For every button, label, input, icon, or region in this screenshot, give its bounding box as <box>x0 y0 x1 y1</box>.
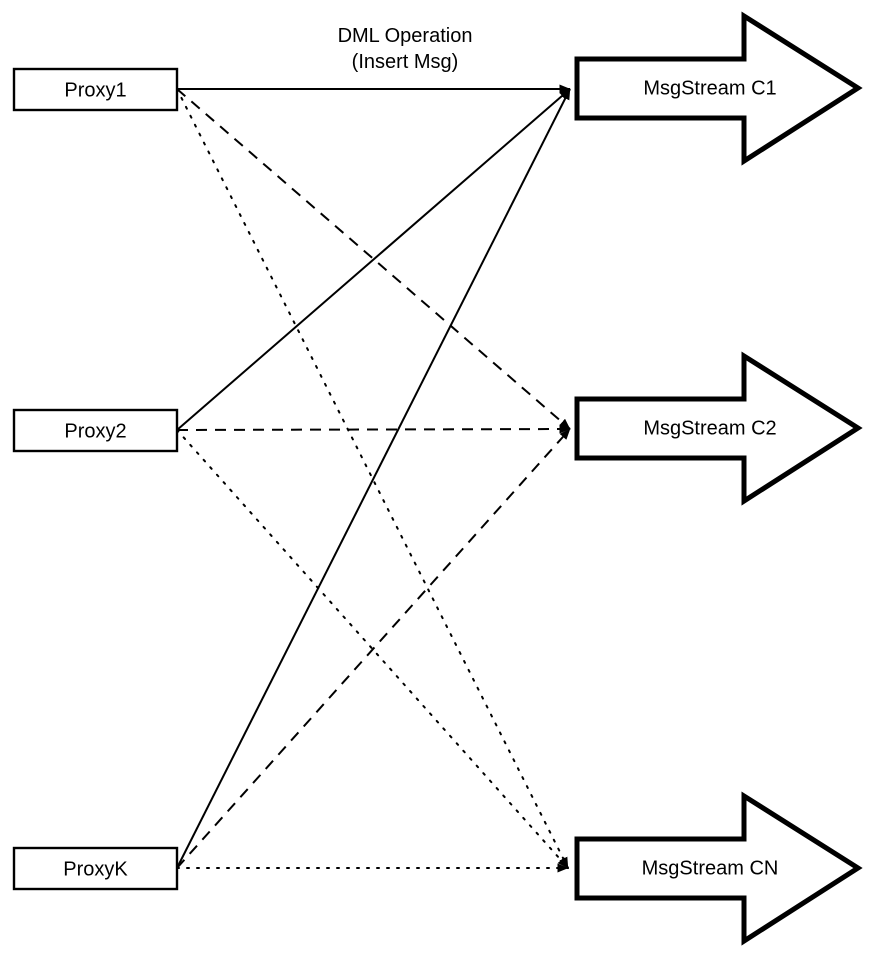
links-layer <box>176 84 571 873</box>
link-line-dashed[interactable] <box>176 428 571 869</box>
stream-arrow-stream_c2[interactable]: MsgStream C2 <box>574 351 863 506</box>
link-p2-cn[interactable] <box>176 429 569 869</box>
stream-arrow-shape[interactable] <box>574 351 863 506</box>
link-line-solid[interactable] <box>176 88 571 869</box>
link-p2-c1[interactable] <box>176 88 571 431</box>
link-pk-c1[interactable] <box>176 88 571 869</box>
stream-arrow-shape[interactable] <box>574 791 863 946</box>
proxy-node-proxy1[interactable]: Proxy1 <box>12 67 179 112</box>
link-line-solid[interactable] <box>176 88 571 431</box>
proxy-node-proxy2[interactable]: Proxy2 <box>12 408 179 453</box>
proxy-label: ProxyK <box>63 858 128 880</box>
stream-label: MsgStream CN <box>642 857 779 879</box>
link-p1-c2[interactable] <box>176 88 571 430</box>
proxy-label: Proxy2 <box>64 420 126 442</box>
edge-label-line2: (Insert Msg) <box>352 51 459 73</box>
edge-label-dml-operation: DML Operation (Insert Msg) <box>338 25 473 73</box>
link-line-dashed[interactable] <box>176 88 571 430</box>
streams-layer: MsgStream C1 MsgStream C2 MsgStream CN <box>574 11 863 946</box>
proxy-node-proxyk[interactable]: ProxyK <box>12 846 179 891</box>
proxy-label: Proxy1 <box>64 79 126 101</box>
stream-arrow-stream_cn[interactable]: MsgStream CN <box>574 791 863 946</box>
link-pk-c2[interactable] <box>176 428 571 869</box>
link-line-dashed[interactable] <box>176 424 571 434</box>
stream-arrow-stream_c1[interactable]: MsgStream C1 <box>574 11 863 166</box>
proxy-box-rect[interactable] <box>12 67 179 112</box>
proxy-box-rect[interactable] <box>12 408 179 453</box>
stream-label: MsgStream C2 <box>643 417 776 439</box>
link-line-dotted[interactable] <box>176 429 569 869</box>
stream-label: MsgStream C1 <box>643 77 776 99</box>
proxy-box-rect[interactable] <box>12 846 179 891</box>
link-p2-c2[interactable] <box>176 424 571 434</box>
edge-label-line1: DML Operation <box>338 25 473 47</box>
stream-arrow-shape[interactable] <box>574 11 863 166</box>
